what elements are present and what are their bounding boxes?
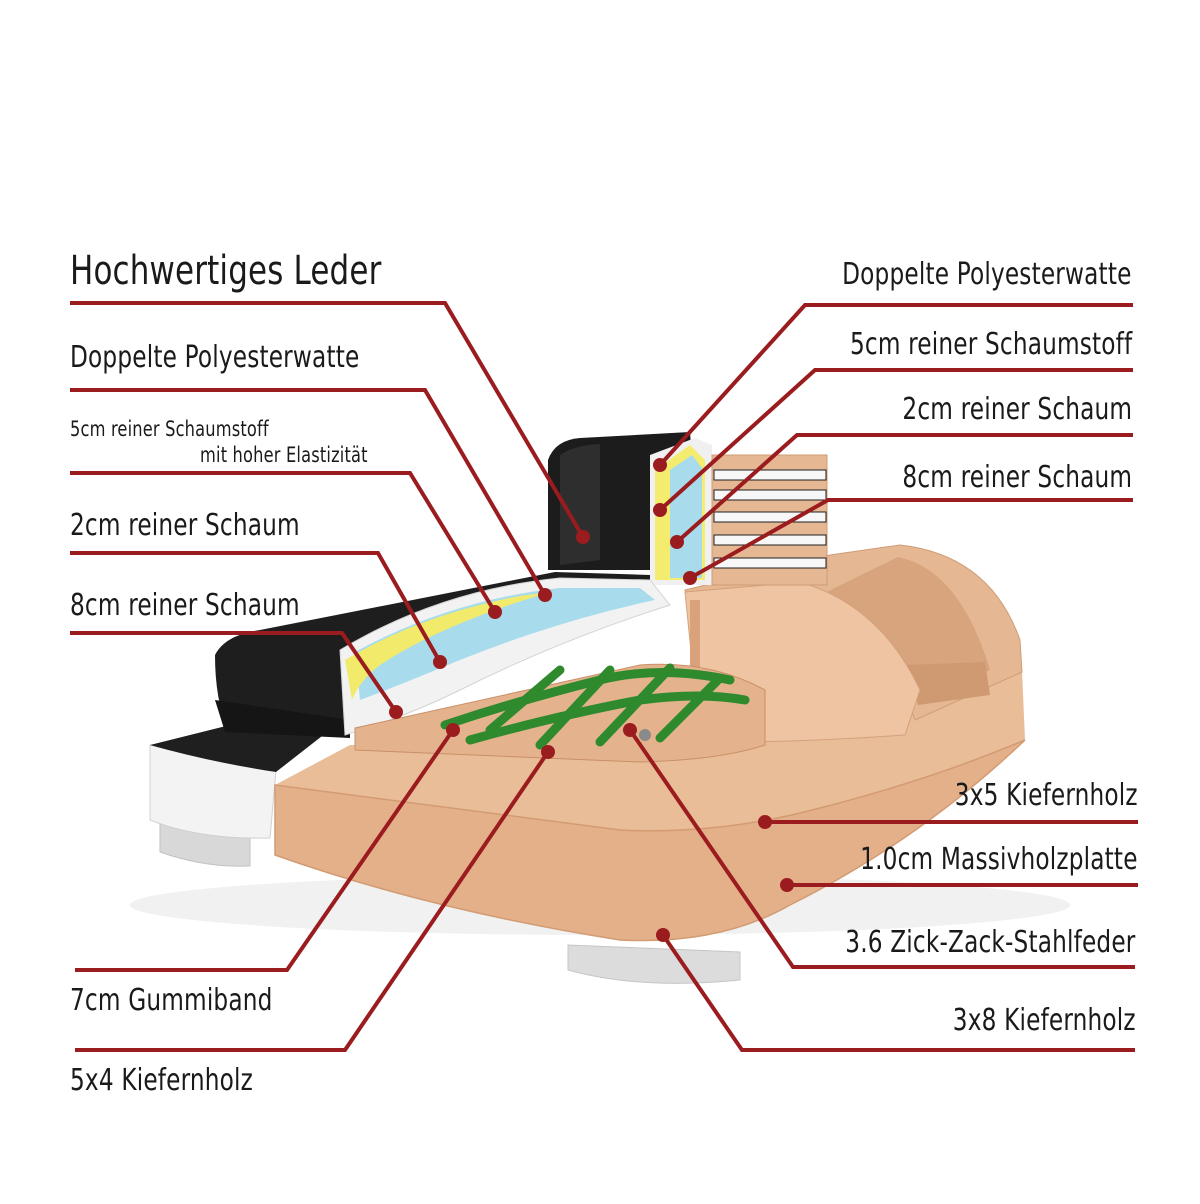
leader-schaumstoff-5cm-l [70,471,497,614]
label-kiefernholz-3x8: 3x8 Kiefernholz [953,1003,1136,1038]
label-hochwertiges-leder: Hochwertiges Leder [70,248,382,294]
leader-kiefernholz-3x8-dot [656,928,670,942]
label-schaum-8cm-right: 8cm reiner Schaum [902,460,1132,495]
console-tray [905,662,990,705]
frame-side-face [274,739,1026,942]
label-schaum-2cm-left: 2cm reiner Schaum [70,508,300,543]
leader-schaumstoff-5cm-r [658,368,1133,512]
label-schaum-8cm-left: 8cm reiner Schaum [70,588,300,623]
leader-schaum-8cm-l [70,631,398,714]
leader-doppelte-polyesterwatte-l-dot [538,588,552,602]
leader-massivholzplatte-dot [780,878,794,892]
leader-doppelte-polyesterwatte-l [70,388,547,597]
leader-doppelte-polyesterwatte-r [658,303,1133,467]
label-doppelte-polyesterwatte-left: Doppelte Polyesterwatte [70,340,360,375]
seat-foam-yellow [345,592,550,700]
leader-schaum-2cm-r [675,433,1133,544]
label-schaum-2cm-right: 2cm reiner Schaum [902,392,1132,427]
leader-kiefernholz-3x5-dot [758,815,772,829]
leader-schaum-8cm-r [689,498,1133,580]
label-stahlfeder: 3.6 Zick-Zack-Stahlfeder [845,925,1136,960]
foot-front [567,944,741,984]
leader-stahlfeder-dot [623,723,637,737]
leader-schaum-2cm-l [70,551,442,663]
leader-schaumstoff-5cm-l-dot [488,605,502,619]
leader-doppelte-polyesterwatte-r-dot [653,458,667,472]
headboard-highlight [560,444,600,565]
label-gummiband-7cm: 7cm Gummiband [70,983,273,1018]
leader-hochwertiges-leder-dot [576,530,590,544]
label-schaumstoff-5cm-right: 5cm reiner Schaumstoff [849,327,1132,362]
zigzag-springs [440,663,750,750]
seat-foam-white [339,577,671,736]
leader-kiefernholz-5x4 [75,750,550,1052]
label-kiefernholz-5x4: 5x4 Kiefernholz [70,1063,253,1098]
headboard-foam-blue [670,455,702,578]
headboard-slats [713,469,827,569]
seat-leather-front [215,700,350,738]
label-kiefernholz-3x5: 3x5 Kiefernholz [955,778,1138,813]
leader-schaum-8cm-r-dot [683,571,697,585]
leader-schaumstoff-5cm-r-dot [653,503,667,517]
leader-gummiband-dot [446,723,460,737]
leader-hochwertiges-leder [70,301,585,539]
label-massivholzplatte: 1.0cm Massivholzplatte [860,842,1138,877]
label-doppelte-polyesterwatte-right: Doppelte Polyesterwatte [842,257,1132,292]
seat-foam-blue [355,588,655,700]
leader-gummiband [75,728,455,972]
label-schaumstoff-5cm-line2: mit hoher Elastizität [200,443,368,467]
leader-kiefernholz-5x4-dot [541,745,555,759]
leader-kiefernholz-3x8 [661,933,1135,1052]
leader-stahlfeder [628,728,1135,969]
leader-schaum-2cm-l-dot [433,655,447,669]
leader-schaum-2cm-r-dot [670,535,684,549]
label-schaumstoff-5cm-line1: 5cm reiner Schaumstoff [70,417,269,441]
leader-schaum-8cm-l-dot [389,705,403,719]
